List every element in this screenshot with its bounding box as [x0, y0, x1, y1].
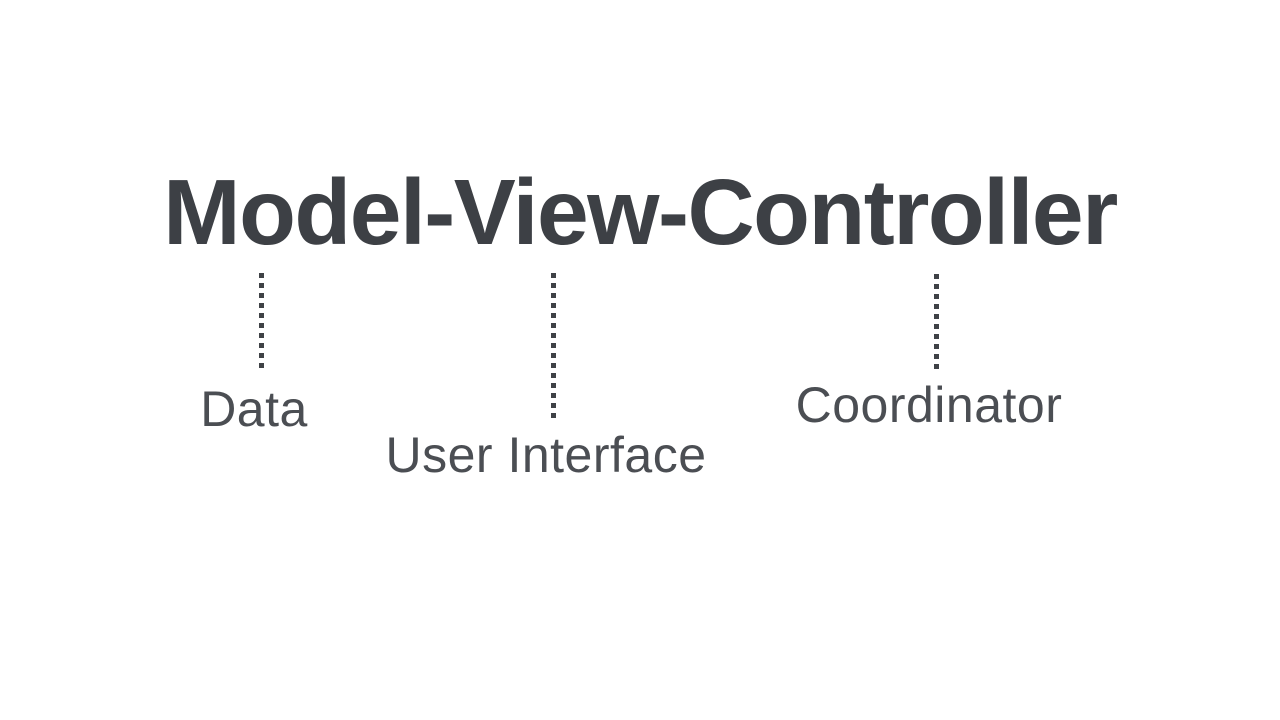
view-annotation-label: User Interface: [385, 427, 707, 483]
diagram-title: Model-View-Controller: [163, 160, 1118, 264]
model-annotation-label: Data: [200, 381, 308, 437]
controller-connector-dotted-line: [934, 274, 939, 369]
model-connector-dotted-line: [259, 273, 264, 369]
controller-annotation-label: Coordinator: [795, 377, 1063, 433]
view-connector-dotted-line: [551, 273, 556, 418]
